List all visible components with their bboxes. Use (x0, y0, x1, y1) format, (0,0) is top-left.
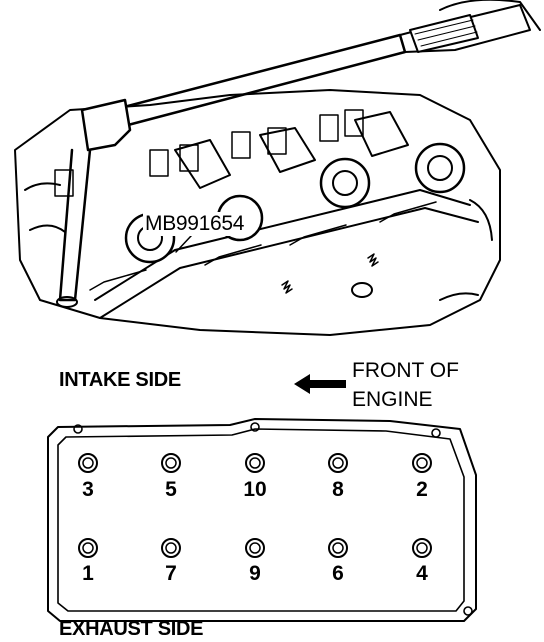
front-of-engine-label: FRONT OF ENGINE (352, 356, 459, 414)
bolt-order-number: 1 (82, 562, 94, 585)
cam-cover-gasket (47, 418, 477, 622)
bolt-hole (165, 457, 177, 469)
cylinder-head-illustration (14, 0, 541, 336)
bolt-order-number: 5 (165, 478, 177, 501)
front-label-line2: ENGINE (352, 388, 433, 411)
socket-extension (80, 98, 132, 152)
front-arrow-icon (294, 374, 346, 394)
bolt-order-number: 7 (165, 562, 177, 585)
bolt-order-number: 2 (416, 478, 428, 501)
tool-label: MB991654 (143, 212, 247, 236)
exhaust-side-label: EXHAUST SIDE (59, 618, 204, 640)
bolt-hole (416, 542, 428, 554)
bolt-hole (82, 542, 94, 554)
bolt-order-number: 10 (243, 478, 267, 501)
front-label-line1: FRONT OF (352, 359, 459, 382)
bolt-hole (416, 457, 428, 469)
bolt-hole (165, 542, 177, 554)
bolt-hole (249, 542, 261, 554)
bolt-order-number: 8 (332, 478, 344, 501)
cylinder-head-outline (14, 89, 501, 336)
bolt-order-number: 4 (416, 562, 428, 585)
bolt-order-number: 3 (82, 478, 94, 501)
bolt-hole (332, 457, 344, 469)
bolt-order-number: 9 (249, 562, 261, 585)
bolt-order-number: 6 (332, 562, 344, 585)
bolt-hole (332, 542, 344, 554)
intake-side-label: INTAKE SIDE (59, 369, 181, 391)
bolt-hole (82, 457, 94, 469)
rocker-shaft (94, 189, 471, 301)
bolt-hole (249, 457, 261, 469)
